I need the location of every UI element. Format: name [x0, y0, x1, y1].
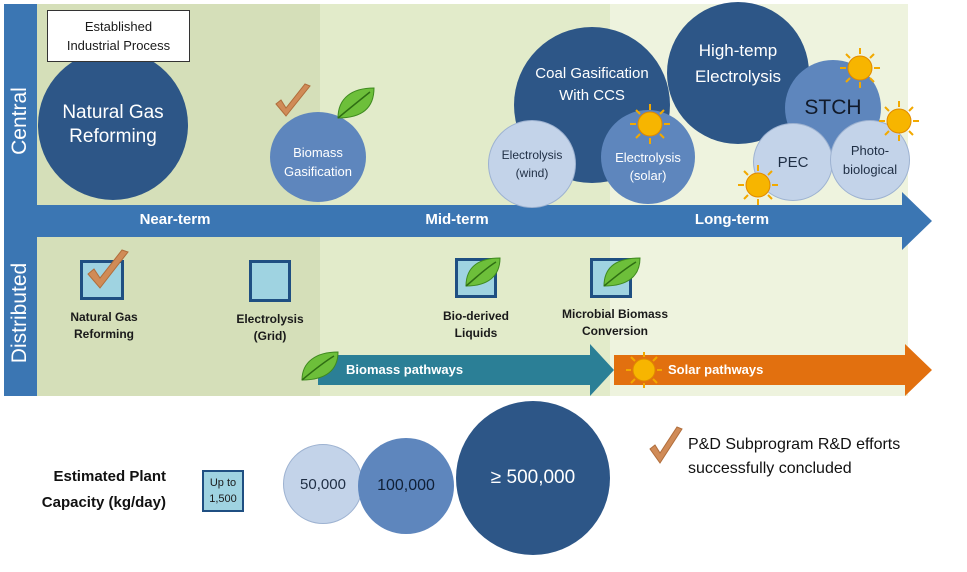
capacity-50000: 50,000	[283, 444, 363, 524]
solar-pathways-label: Solar pathways	[668, 362, 764, 377]
leaf-icon	[603, 257, 641, 287]
established-process-box: Established Industrial Process	[47, 10, 190, 62]
leaf-icon	[465, 257, 501, 287]
capacity-100000: 100,000	[358, 438, 454, 534]
sun-icon	[626, 352, 662, 388]
term-mid: Mid-term	[425, 211, 489, 228]
sun-icon	[840, 48, 880, 88]
high-temp-electrolysis: High-temp Electrolysis	[667, 2, 809, 144]
biomass-gasification-central: Biomass Gasification	[270, 112, 366, 202]
term-near: Near-term	[139, 211, 211, 228]
sun-icon	[738, 165, 778, 205]
leaf-icon	[301, 351, 339, 381]
term-long: Long-term	[694, 211, 770, 228]
distributed-natural-gas-reforming: Natural Gas Reforming	[70, 310, 138, 341]
capacity-500000: ≥ 500,000	[456, 401, 610, 555]
photobiological: Photo- biological	[830, 120, 910, 200]
distributed-bio-derived-liquids: Bio-derived Liquids	[442, 309, 509, 340]
sun-icon	[879, 101, 919, 141]
capacity-label: Estimated Plant Capacity (kg/day)	[41, 468, 166, 511]
electrolysis-wind: Electrolysis (wind)	[488, 120, 576, 208]
row-label-band	[4, 4, 37, 396]
distributed-microbial-biomass: Microbial Biomass Conversion	[561, 307, 669, 338]
biomass-pathways-label: Biomass pathways	[346, 362, 464, 377]
capacity-small-box: Up to 1,500	[202, 470, 244, 512]
checkmark-icon	[275, 83, 311, 117]
checkmark-icon	[649, 426, 683, 464]
sun-icon	[630, 104, 670, 144]
distributed-electrolysis-grid: Electrolysis (Grid)	[236, 312, 304, 343]
leaf-icon	[337, 87, 375, 119]
distributed-grid-square	[249, 260, 291, 302]
natural-gas-reforming-central: Natural Gas Reforming	[38, 50, 188, 200]
checkmark-icon	[87, 249, 129, 289]
legend-check-text: P&D Subprogram R&D efforts successfully …	[688, 436, 901, 477]
